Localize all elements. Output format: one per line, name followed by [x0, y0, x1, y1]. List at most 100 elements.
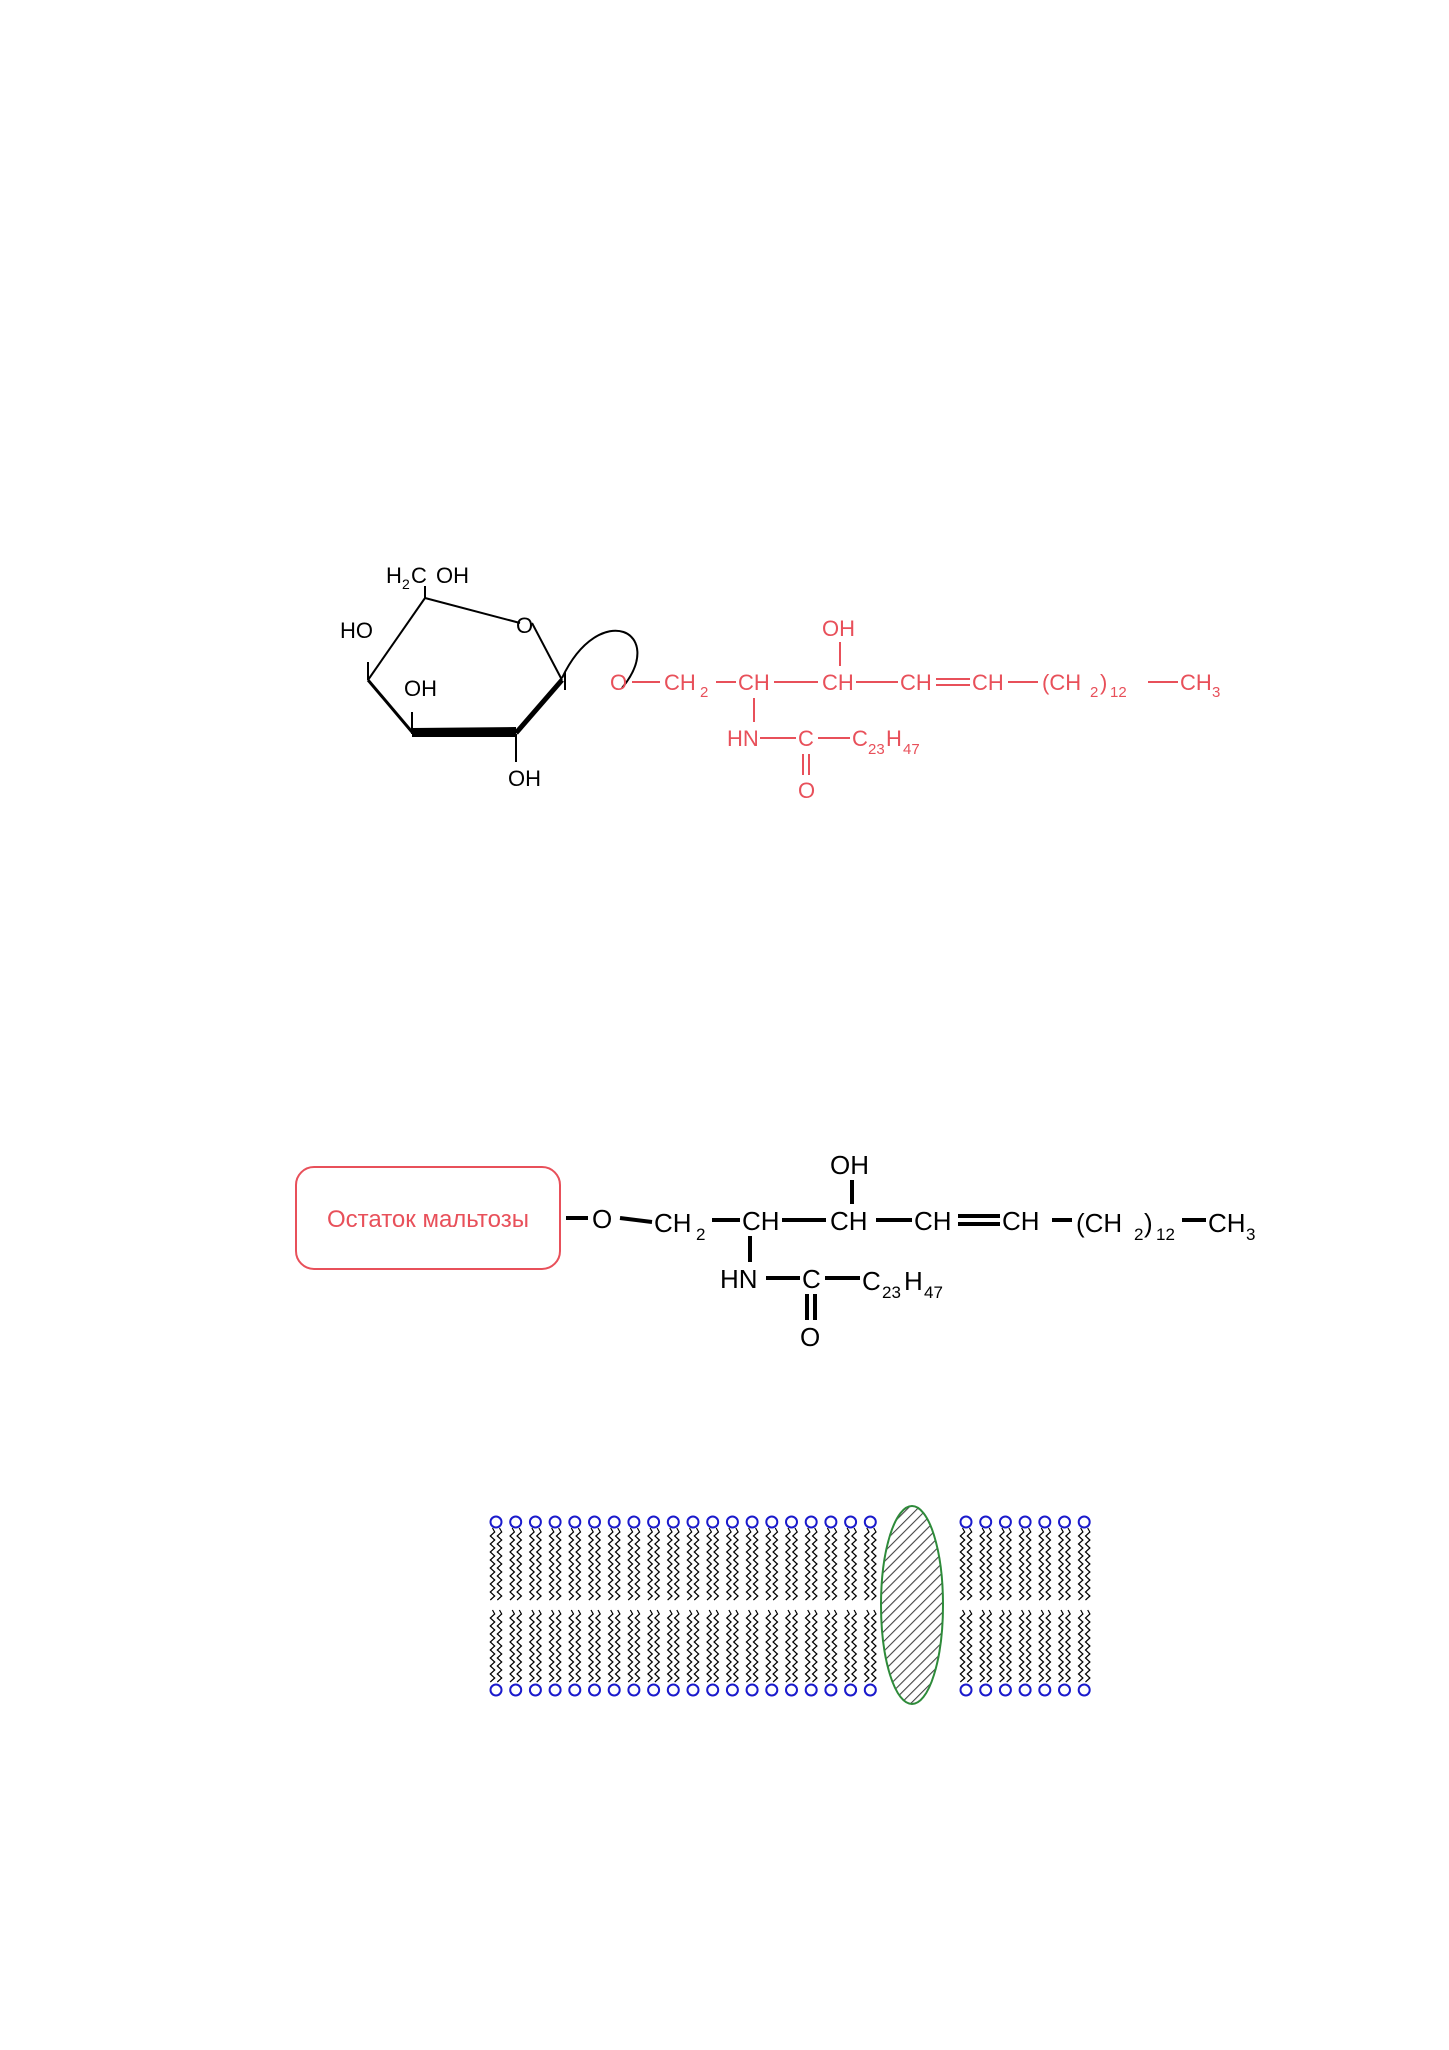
lipid-head — [844, 1683, 858, 1697]
lipid-tail — [1084, 1609, 1091, 1683]
lipid-head — [666, 1683, 680, 1697]
lipid-tail — [575, 1609, 582, 1683]
lipid-tail — [489, 1527, 496, 1601]
lipid-head — [1058, 1683, 1071, 1697]
lipid-tail — [693, 1609, 700, 1683]
lipid-tail — [844, 1527, 851, 1601]
lipid-tail — [594, 1609, 602, 1683]
lipid-head — [489, 1683, 503, 1697]
lipid-head — [588, 1515, 601, 1529]
lipid-tail — [765, 1527, 772, 1601]
lipid-tail — [509, 1527, 516, 1601]
h2c-h: H — [386, 563, 402, 588]
lipid-tail — [772, 1527, 779, 1601]
cerebroside-acyl-sub47: 47 — [924, 1283, 943, 1302]
lipid-molecule — [1077, 1515, 1091, 1697]
lipid-molecule — [979, 1515, 993, 1697]
lipid-head — [1038, 1515, 1052, 1529]
maltose-cerebroside-structure: Остаток мальтозы O CH 2 CH CH OH CH CH (… — [295, 1150, 1255, 1352]
maltose-residue-box — [295, 1166, 561, 1270]
lipid-tail — [851, 1527, 858, 1601]
galactosylceramide-structure: H 2 C OH O HO OH OH O CH 2 CH CH — [340, 563, 1220, 803]
lipid-tail — [666, 1609, 673, 1683]
cerebroside-ch3: CH — [1208, 1208, 1246, 1238]
lipid-molecule — [489, 1515, 503, 1697]
lipid-tail — [863, 1609, 870, 1683]
h2c-c: C — [411, 563, 427, 588]
lipid-tail — [587, 1609, 595, 1683]
lipid-tail — [844, 1609, 851, 1683]
ceramide-chain-open: (CH — [1042, 670, 1081, 695]
lipid-tail — [496, 1527, 503, 1601]
ceramide-carbonyl-o: O — [798, 778, 815, 803]
lipid-tail — [1045, 1527, 1052, 1601]
lipid-molecule — [587, 1515, 602, 1697]
lipid-tail — [1005, 1527, 1012, 1601]
integral-membrane-protein — [880, 1505, 944, 1705]
lipid-tail — [1077, 1609, 1084, 1683]
lipid-tail — [647, 1527, 654, 1601]
c3-oh: OH — [404, 676, 437, 701]
lipid-molecule — [528, 1515, 542, 1697]
lipid-tail — [654, 1527, 661, 1601]
lipid-tail — [732, 1609, 739, 1683]
h2c-sub: 2 — [402, 576, 410, 592]
lipid-tail — [654, 1609, 661, 1683]
lipid-head — [548, 1683, 562, 1697]
lipid-tail — [986, 1609, 993, 1683]
lipid-head — [706, 1683, 720, 1697]
lipid-head — [725, 1683, 739, 1697]
lipid-head — [1077, 1515, 1091, 1529]
lipid-head — [1018, 1683, 1032, 1697]
cerebroside-ch2-sub: 2 — [696, 1225, 705, 1244]
cerebroside-carbonyl-o: O — [800, 1322, 820, 1352]
lipid-tail — [784, 1527, 792, 1601]
lipid-molecule — [627, 1515, 641, 1697]
lipid-tail — [765, 1609, 772, 1683]
lipid-head — [863, 1683, 877, 1697]
lipid-tail — [870, 1609, 877, 1683]
lipid-tail — [634, 1527, 641, 1601]
lipid-tail — [1057, 1527, 1065, 1601]
lipid-tail — [548, 1527, 555, 1601]
ceramide-oh: OH — [822, 616, 855, 641]
lipid-tail — [986, 1527, 993, 1601]
lipid-head — [745, 1683, 759, 1697]
lipid-tail — [489, 1609, 496, 1683]
lipid-tail — [555, 1527, 562, 1601]
lipid-tail — [1018, 1609, 1025, 1683]
ceramide-hn: HN — [727, 726, 759, 751]
lipid-tail — [824, 1609, 831, 1683]
lipid-molecule — [706, 1515, 720, 1697]
lipid-head — [1038, 1683, 1052, 1697]
lipid-tail — [732, 1527, 739, 1601]
lipid-molecule — [725, 1515, 739, 1697]
lipid-tail — [693, 1527, 700, 1601]
lipid-head — [568, 1515, 582, 1529]
lipid-tail — [1038, 1609, 1045, 1683]
lipid-tail — [979, 1527, 986, 1601]
ceramide-ch-a: CH — [738, 670, 770, 695]
lipid-head — [824, 1683, 838, 1697]
cerebroside-ch-c: CH — [914, 1206, 952, 1236]
lipid-molecule — [784, 1515, 799, 1697]
lipid-bilayer — [489, 1505, 1091, 1705]
lipid-tail — [959, 1527, 966, 1601]
lipid-head — [979, 1683, 993, 1697]
lipid-head — [998, 1683, 1012, 1697]
cerebroside-ch-b: CH — [830, 1206, 868, 1236]
lipid-tail — [555, 1609, 562, 1683]
h2c-oh: OH — [436, 563, 469, 588]
lipid-tail — [804, 1527, 811, 1601]
lipid-head — [1077, 1683, 1091, 1697]
lipid-molecule — [607, 1515, 621, 1697]
ceramide-ch-c: CH — [900, 670, 932, 695]
lipid-molecule — [863, 1515, 877, 1697]
cerebroside-chain-sub2: 2 — [1134, 1225, 1143, 1244]
lipid-tail — [713, 1527, 720, 1601]
lipid-head — [785, 1683, 798, 1697]
ceramide-bonds — [632, 642, 1178, 775]
glycosidic-o: O — [610, 670, 627, 695]
lipid-tail — [791, 1609, 799, 1683]
cerebroside-amide-c: C — [802, 1264, 821, 1294]
